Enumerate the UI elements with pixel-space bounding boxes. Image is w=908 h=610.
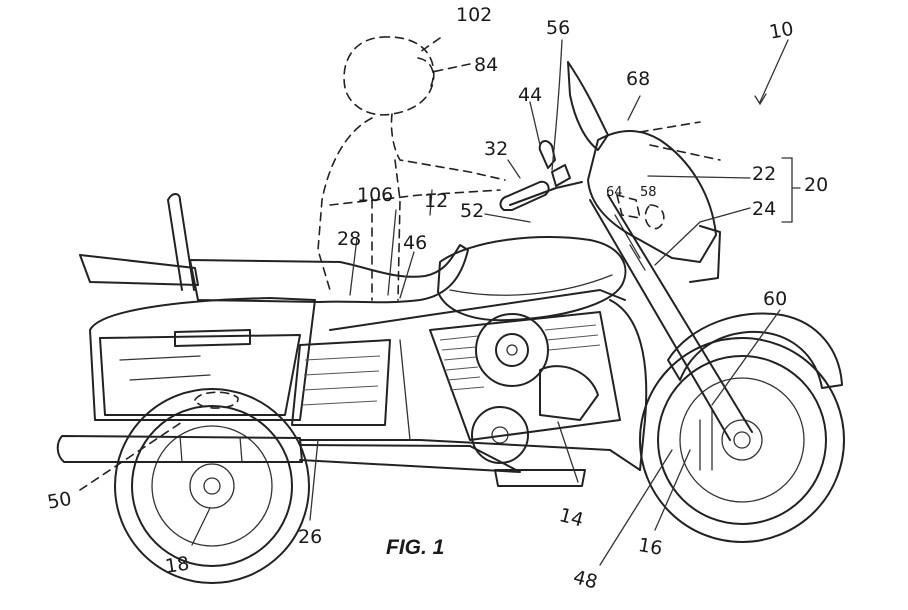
sissy-bar bbox=[79, 193, 199, 291]
front-fender bbox=[667, 312, 843, 389]
ref-numeral-64: 64 bbox=[606, 185, 623, 200]
ref-numeral-50: 50 bbox=[45, 487, 74, 514]
figure-caption: FIG. 1 bbox=[386, 536, 445, 559]
engine-cooling-fins bbox=[439, 324, 601, 391]
frame bbox=[299, 289, 648, 471]
ref-numeral-68: 68 bbox=[626, 68, 651, 90]
handlebar bbox=[499, 140, 583, 211]
ref-numeral-46: 46 bbox=[403, 232, 428, 254]
side-cover bbox=[291, 339, 391, 426]
ref-numeral-106: 106 bbox=[357, 184, 394, 206]
ref-numeral-32: 32 bbox=[484, 138, 509, 160]
ref-numeral-20: 20 bbox=[804, 174, 829, 196]
rider-phantom-outline bbox=[317, 36, 506, 301]
fuel-tank-stripe bbox=[449, 274, 613, 296]
fairing bbox=[567, 61, 721, 283]
ref-numeral-58: 58 bbox=[640, 185, 657, 200]
ref-numeral-52: 52 bbox=[460, 200, 485, 222]
rear-wheel bbox=[114, 388, 310, 584]
ref-numeral-26: 26 bbox=[298, 526, 323, 548]
seat bbox=[189, 244, 469, 304]
ref-numeral-12: 12 bbox=[424, 190, 449, 212]
bracket-20 bbox=[781, 157, 801, 223]
fuel-tank bbox=[437, 235, 627, 322]
front-fork bbox=[589, 194, 753, 441]
front-wheel bbox=[639, 337, 845, 543]
ref-numeral-84: 84 bbox=[474, 54, 499, 76]
side-cover-hatching bbox=[301, 355, 381, 406]
ref-numeral-22: 22 bbox=[752, 163, 777, 185]
ref-numeral-102: 102 bbox=[456, 4, 493, 26]
exhaust bbox=[56, 435, 521, 473]
saddlebag bbox=[89, 297, 316, 421]
engine bbox=[429, 311, 621, 464]
ref-numeral-28: 28 bbox=[337, 228, 362, 250]
ref-numeral-16: 16 bbox=[636, 534, 665, 560]
ref-numeral-24: 24 bbox=[752, 198, 777, 220]
ref-numeral-10: 10 bbox=[767, 17, 796, 44]
ref-numeral-44: 44 bbox=[518, 84, 543, 106]
ref-numeral-18: 18 bbox=[163, 552, 191, 578]
ref-numeral-56: 56 bbox=[546, 17, 571, 39]
ref-numeral-60: 60 bbox=[763, 288, 788, 310]
floorboard bbox=[494, 469, 586, 487]
leader-lines bbox=[79, 37, 789, 566]
